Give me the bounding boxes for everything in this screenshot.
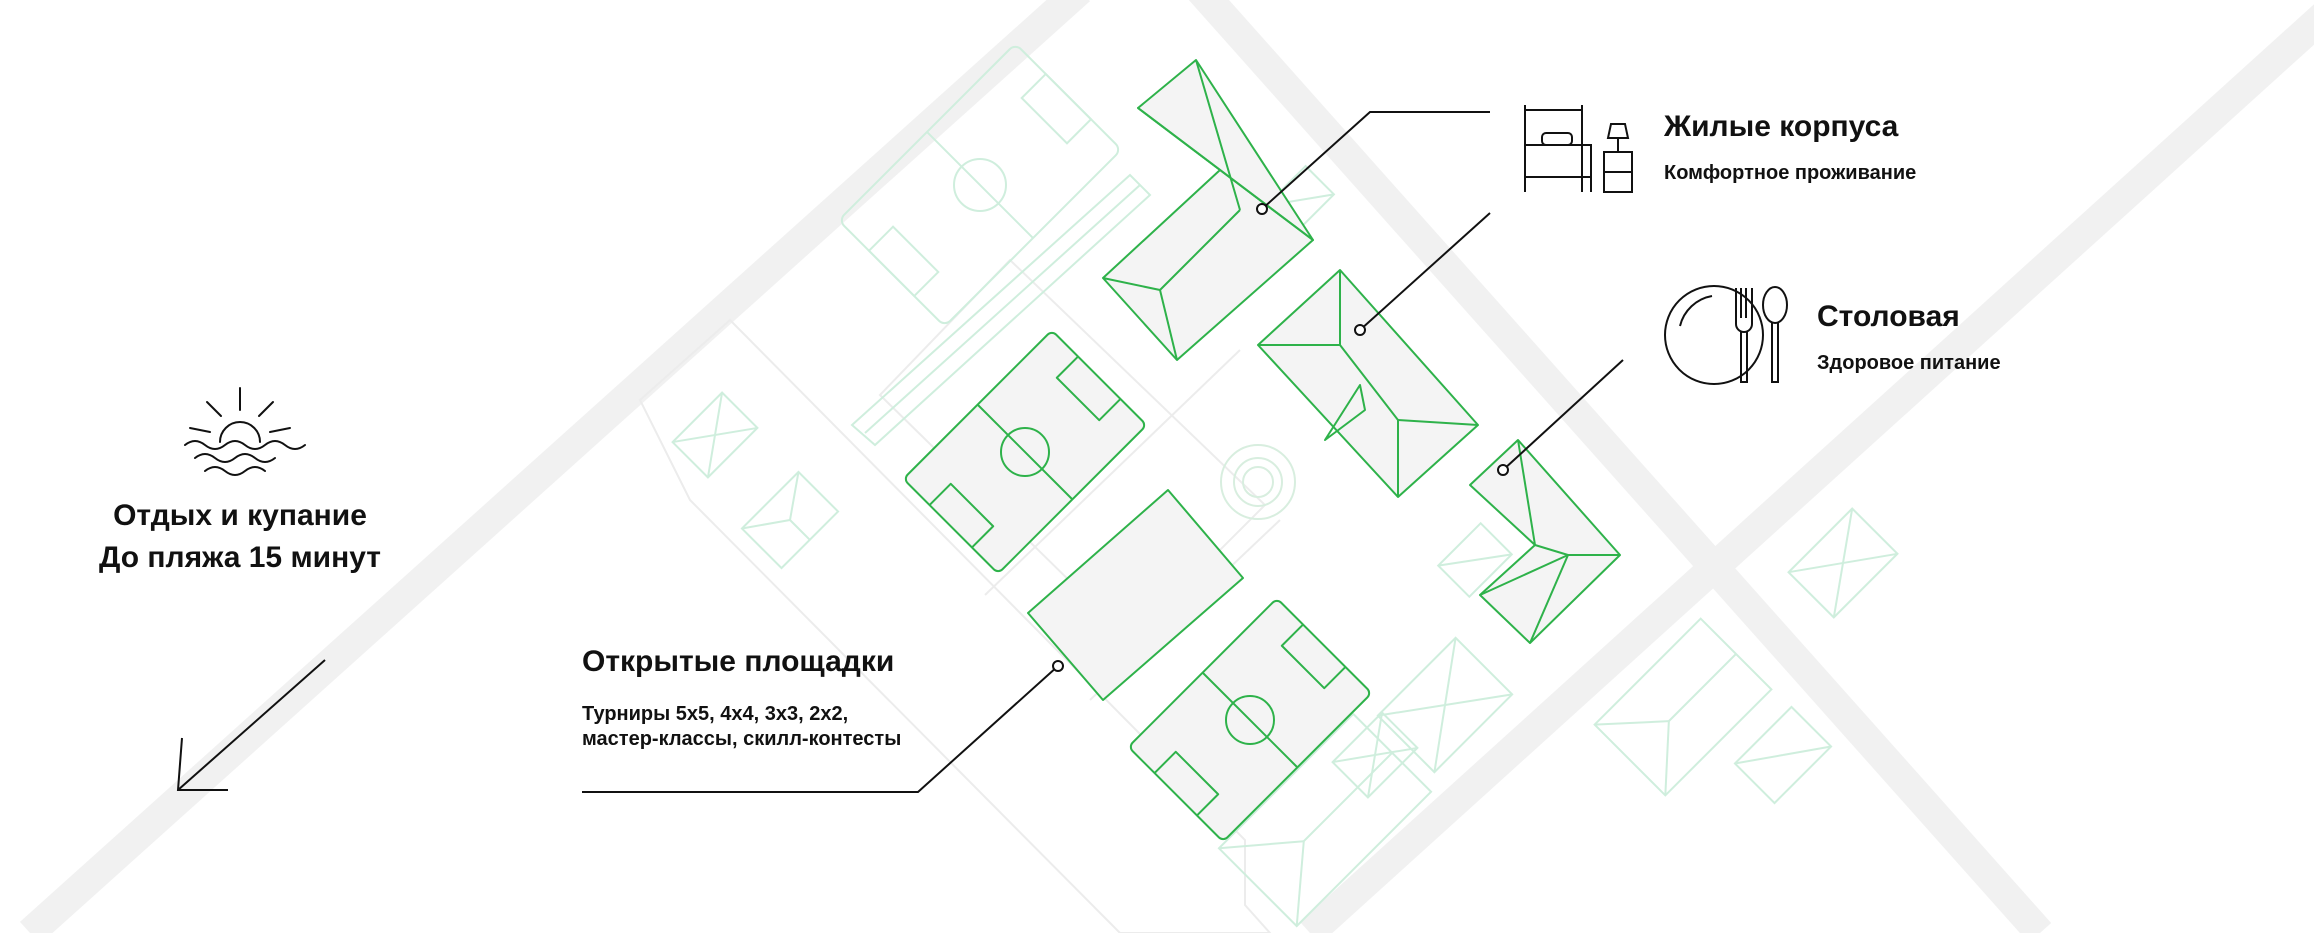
- leader-dots: [1052, 203, 1509, 672]
- housing-title: Жилые корпуса: [1664, 110, 1899, 143]
- faint-structures: [671, 45, 1899, 928]
- housing-leader: [1261, 111, 1490, 210]
- faint-house: [1376, 636, 1514, 774]
- housing-subtitle: Комфортное проживание: [1664, 162, 1917, 184]
- courts-leader: [582, 665, 1059, 793]
- court-pad: [1027, 489, 1244, 701]
- courts-subtitle-line2: мастер-классы, скилл-контесты: [582, 728, 902, 750]
- roads: [19, 0, 2314, 933]
- courts-subtitle-line1: Турниры 5х5, 4х4, 3х3, 2х2,: [582, 703, 849, 725]
- canteen-building: [1469, 439, 1621, 644]
- canteen-leader: [1502, 359, 1624, 471]
- faint-house: [1436, 521, 1514, 599]
- beach-subtitle: До пляжа 15 минут: [99, 541, 381, 574]
- plate-fork-spoon-icon: [1664, 285, 1788, 385]
- highlighted-structures: [904, 59, 1621, 841]
- housing-building: [1102, 59, 1314, 361]
- leader-lines: [582, 111, 1624, 793]
- faint-house: [1787, 507, 1899, 619]
- arrow-down-left-icon: [176, 659, 326, 791]
- beach-title: Отдых и купание: [113, 499, 367, 532]
- bed-icon: [1524, 105, 1633, 193]
- canteen-title: Столовая: [1817, 300, 1960, 333]
- faint-house: [1593, 617, 1773, 797]
- fountain: [1220, 444, 1296, 520]
- football-field: [904, 331, 1146, 573]
- housing-building-2: [1257, 269, 1479, 498]
- canteen-subtitle: Здоровое питание: [1817, 352, 2001, 374]
- faint-house: [740, 470, 840, 570]
- courts-title: Открытые площадки: [582, 645, 895, 678]
- faint-house: [1331, 711, 1419, 799]
- beach-caption: Отдых и купание До пляжа 15 минут: [60, 495, 420, 579]
- football-field: [1129, 599, 1371, 841]
- faint-football-field: [840, 45, 1120, 325]
- faint-house: [671, 391, 759, 479]
- faint-house: [1733, 705, 1833, 805]
- sunset-waves-icon: [184, 387, 306, 476]
- central-leader: [1359, 212, 1491, 331]
